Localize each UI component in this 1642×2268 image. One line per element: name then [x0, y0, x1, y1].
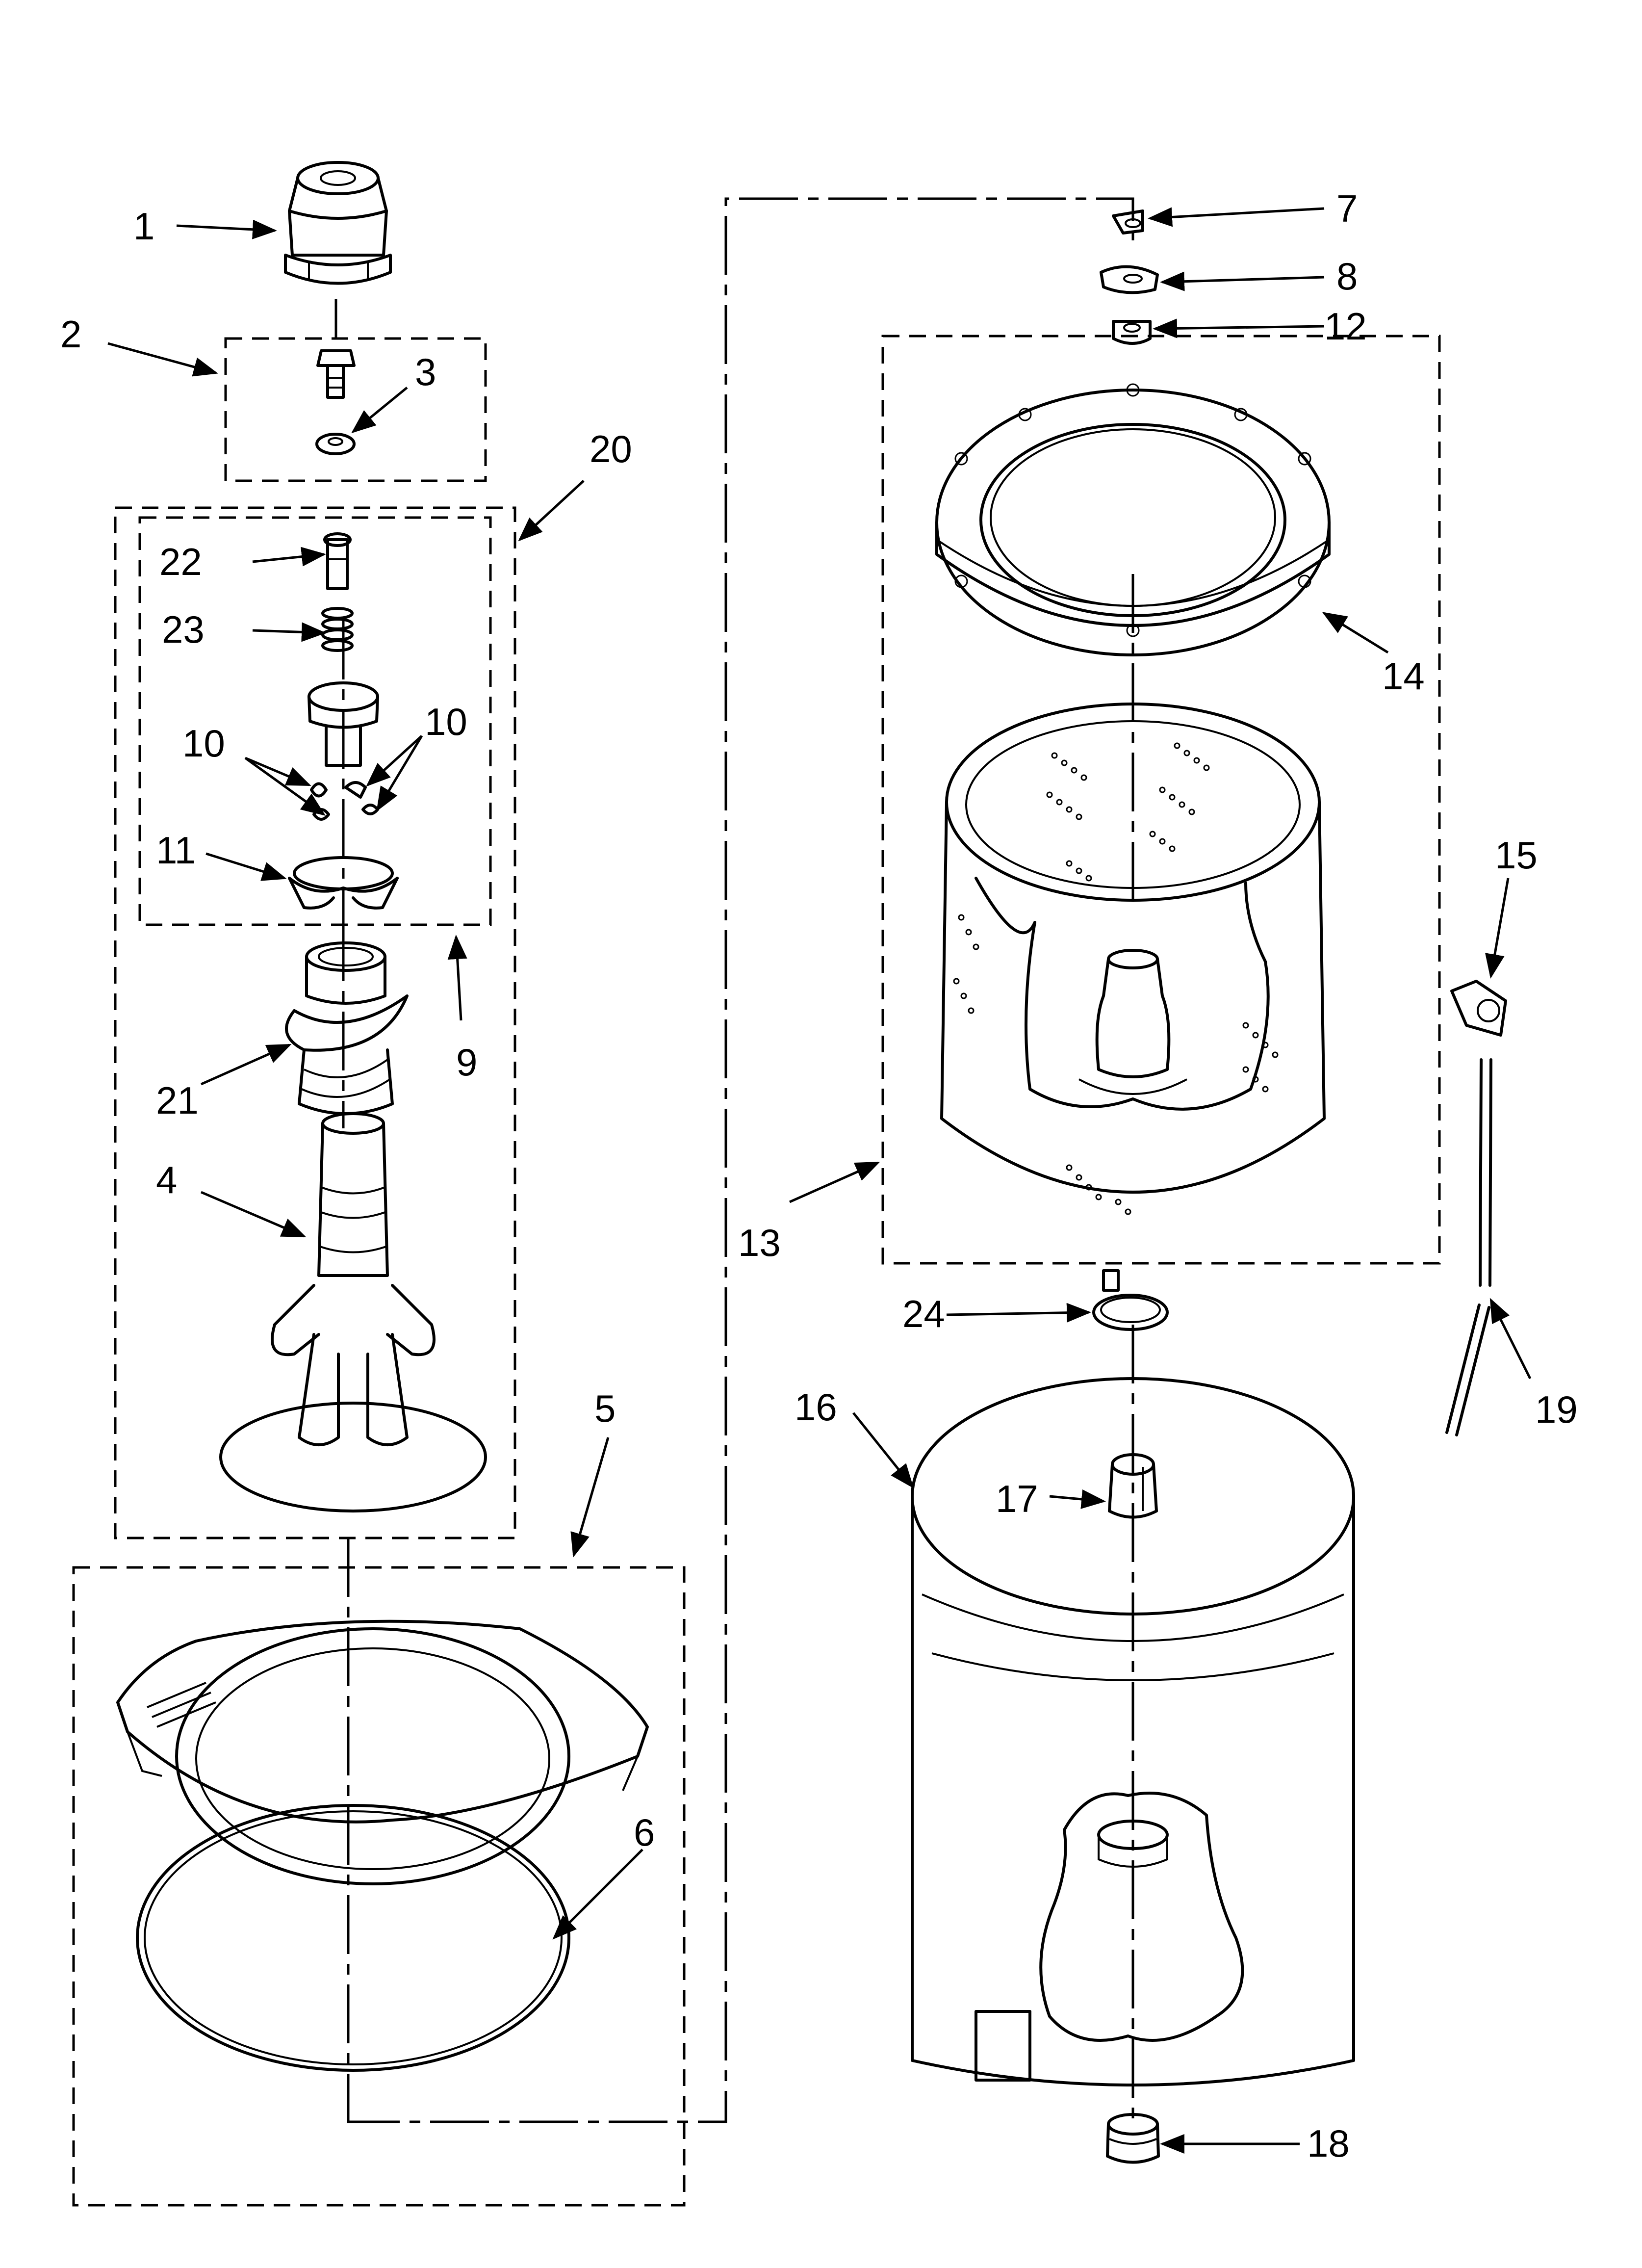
part-5-tub-ring — [116, 1619, 649, 1885]
basket-perforations — [953, 742, 1279, 1215]
callout-23: 23 — [162, 608, 205, 651]
part-17-hub — [1108, 1453, 1158, 1519]
assembly-box-2 — [224, 337, 487, 482]
part-22-cam — [323, 532, 352, 590]
callout-24: 24 — [902, 1292, 945, 1335]
callout-10b: 10 — [425, 700, 467, 743]
callout-labels: 1 2 3 4 5 6 7 8 9 10 10 11 12 13 14 15 1… — [60, 187, 1578, 2165]
part-4-agitator-base — [219, 1112, 487, 1512]
part-7-nut — [1112, 209, 1144, 235]
part-19-hose — [1445, 1058, 1492, 1436]
assembly-box-20 — [114, 506, 516, 1539]
part-8-washer — [1100, 265, 1159, 294]
callout-21: 21 — [156, 1079, 199, 1122]
callout-20: 20 — [590, 427, 632, 470]
assembly-box-9 — [138, 516, 492, 926]
callout-7: 7 — [1336, 187, 1358, 230]
part-13-basket — [940, 703, 1326, 1215]
callout-18: 18 — [1307, 2122, 1350, 2165]
callout-16: 16 — [795, 1385, 837, 1429]
part-15-clip — [1450, 980, 1507, 1037]
callout-13: 13 — [738, 1221, 781, 1264]
part-9-cam-hub — [308, 681, 379, 767]
part-11-dog-ratchet — [288, 856, 399, 910]
leader-arrows — [107, 207, 1532, 2154]
callout-10a: 10 — [182, 722, 225, 765]
part-23-spring — [321, 607, 354, 652]
part-14-balance-ring — [935, 383, 1331, 656]
callout-19: 19 — [1535, 1388, 1578, 1431]
part-24-clamp — [1092, 1269, 1169, 1331]
callout-9: 9 — [456, 1041, 477, 1084]
callout-1: 1 — [133, 205, 154, 248]
callout-8: 8 — [1336, 255, 1358, 298]
part-12-nut — [1112, 320, 1152, 345]
callout-15: 15 — [1495, 834, 1538, 877]
part-16-outer-tub — [911, 1377, 1355, 2086]
callout-2: 2 — [60, 313, 81, 356]
callout-17: 17 — [996, 1477, 1038, 1520]
callout-12: 12 — [1324, 305, 1367, 348]
callout-3: 3 — [415, 350, 436, 393]
center-lines — [334, 197, 1134, 2124]
part-2-bolt — [316, 349, 356, 399]
callout-6: 6 — [634, 1811, 655, 1854]
part-1-agitator-cap — [284, 161, 392, 285]
part-21-auger — [285, 941, 409, 1115]
callout-5: 5 — [594, 1387, 616, 1430]
part-6-seal — [136, 1804, 570, 2072]
callout-22: 22 — [159, 540, 202, 583]
part-3-washer — [315, 433, 356, 455]
part-18-plug — [1106, 2113, 1160, 2164]
callout-11: 11 — [156, 829, 196, 872]
assembly-box-5 — [72, 1566, 686, 2207]
callout-14: 14 — [1382, 654, 1425, 698]
callout-4: 4 — [156, 1158, 177, 1201]
